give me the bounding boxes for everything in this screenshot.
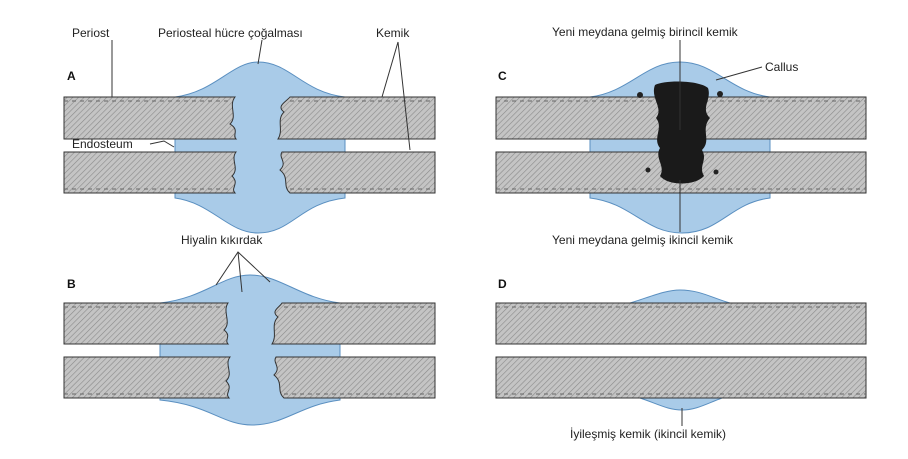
label-yeni-ikincil: Yeni meydana gelmiş ikincil kemik [552, 233, 734, 247]
bone-upper-left [64, 97, 236, 139]
healed-bulge-bottom [640, 398, 722, 410]
bone-b-lower-left [64, 357, 230, 398]
panel-c: C Yeni meydana gelmiş birincil kemik Cal… [496, 25, 866, 247]
label-hiyalin: Hiyalin kıkırdak [181, 233, 263, 247]
bone-b-lower-right [274, 357, 435, 398]
label-kemik: Kemik [376, 26, 410, 40]
label-callus: Callus [765, 60, 798, 74]
bone-lower-right [280, 152, 435, 193]
label-iyilesmis: İyileşmiş kemik (ikincil kemik) [570, 427, 726, 441]
panel-a: A Periost Periosteal hücre çoğalması Kem… [64, 26, 435, 233]
panel-b: B Hiyalin kıkırdak [64, 233, 435, 425]
label-yeni-birincil: Yeni meydana gelmiş birincil kemik [552, 25, 739, 39]
panel-label-c: C [498, 69, 507, 83]
primary-bone-spongy [654, 82, 710, 184]
panel-label-a: A [67, 69, 76, 83]
healed-bulge-top [630, 290, 730, 303]
panel-label-d: D [498, 277, 507, 291]
bone-d-lower [496, 357, 866, 398]
hyaline-cartilage-mass [160, 275, 340, 425]
bone-b-upper-left [64, 303, 228, 344]
bone-b-upper-right [272, 303, 435, 344]
periosteal-cell-mass [175, 62, 345, 233]
label-periost: Periost [72, 26, 110, 40]
panel-d: D İyileşmiş kemik (ikincil kemik) [496, 277, 866, 441]
label-periosteal-mass: Periosteal hücre çoğalması [158, 26, 303, 40]
panel-label-b: B [67, 277, 76, 291]
bone-upper-right [278, 97, 435, 139]
label-endosteum: Endosteum [72, 137, 133, 151]
bone-lower-left [64, 152, 236, 193]
bone-d-upper [496, 303, 866, 344]
